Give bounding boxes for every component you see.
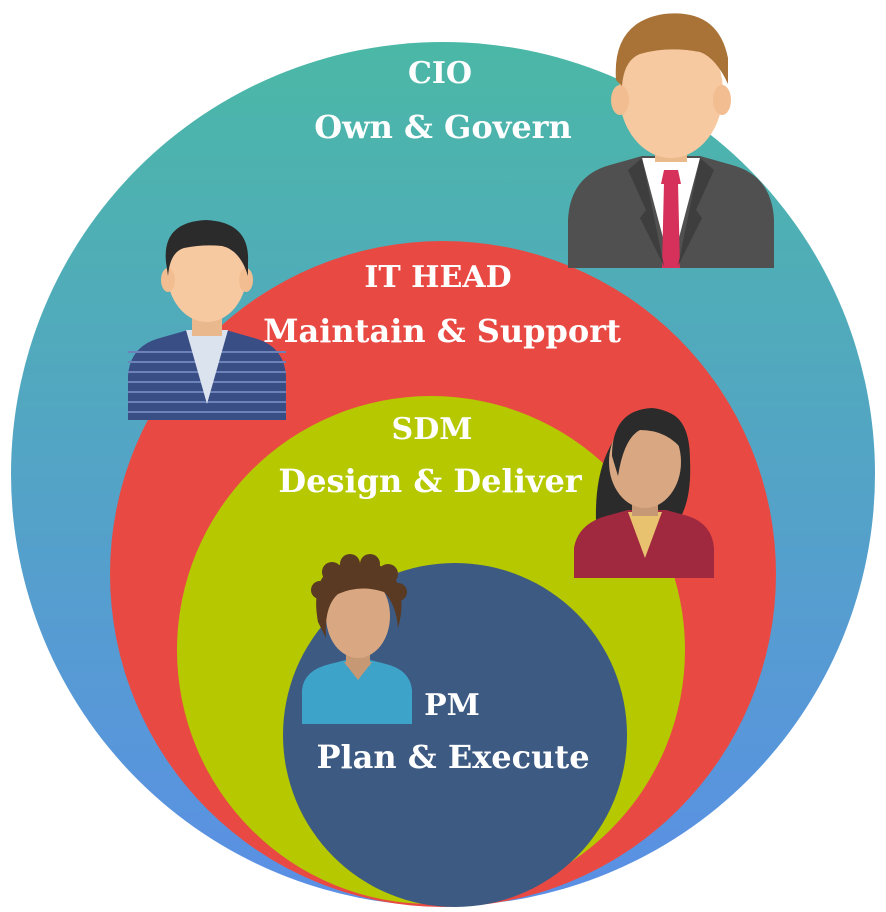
pm-woman-avatar	[302, 554, 412, 724]
it-head-man-avatar	[128, 220, 286, 420]
cio-responsibility-label: Own & Govern	[314, 108, 572, 146]
sdm-responsibility-label: Design & Deliver	[278, 462, 582, 500]
it-head-responsibility-label: Maintain & Support	[263, 312, 621, 350]
pm-role-label: PM	[424, 688, 480, 723]
cio-man-avatar	[568, 13, 774, 268]
it-head-role-label: IT HEAD	[364, 260, 512, 295]
sdm-woman-avatar	[574, 408, 714, 578]
pm-responsibility-label: Plan & Execute	[316, 738, 590, 776]
sdm-role-label: SDM	[391, 412, 473, 447]
cio-role-label: CIO	[407, 56, 473, 91]
